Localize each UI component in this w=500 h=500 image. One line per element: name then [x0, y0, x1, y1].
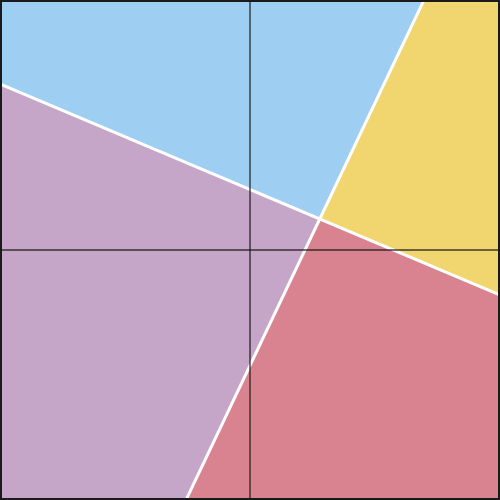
region-yellow: [320, 0, 500, 295]
region-red: [186, 218, 500, 500]
region-purple: [0, 84, 320, 500]
region-blue: [0, 0, 424, 218]
